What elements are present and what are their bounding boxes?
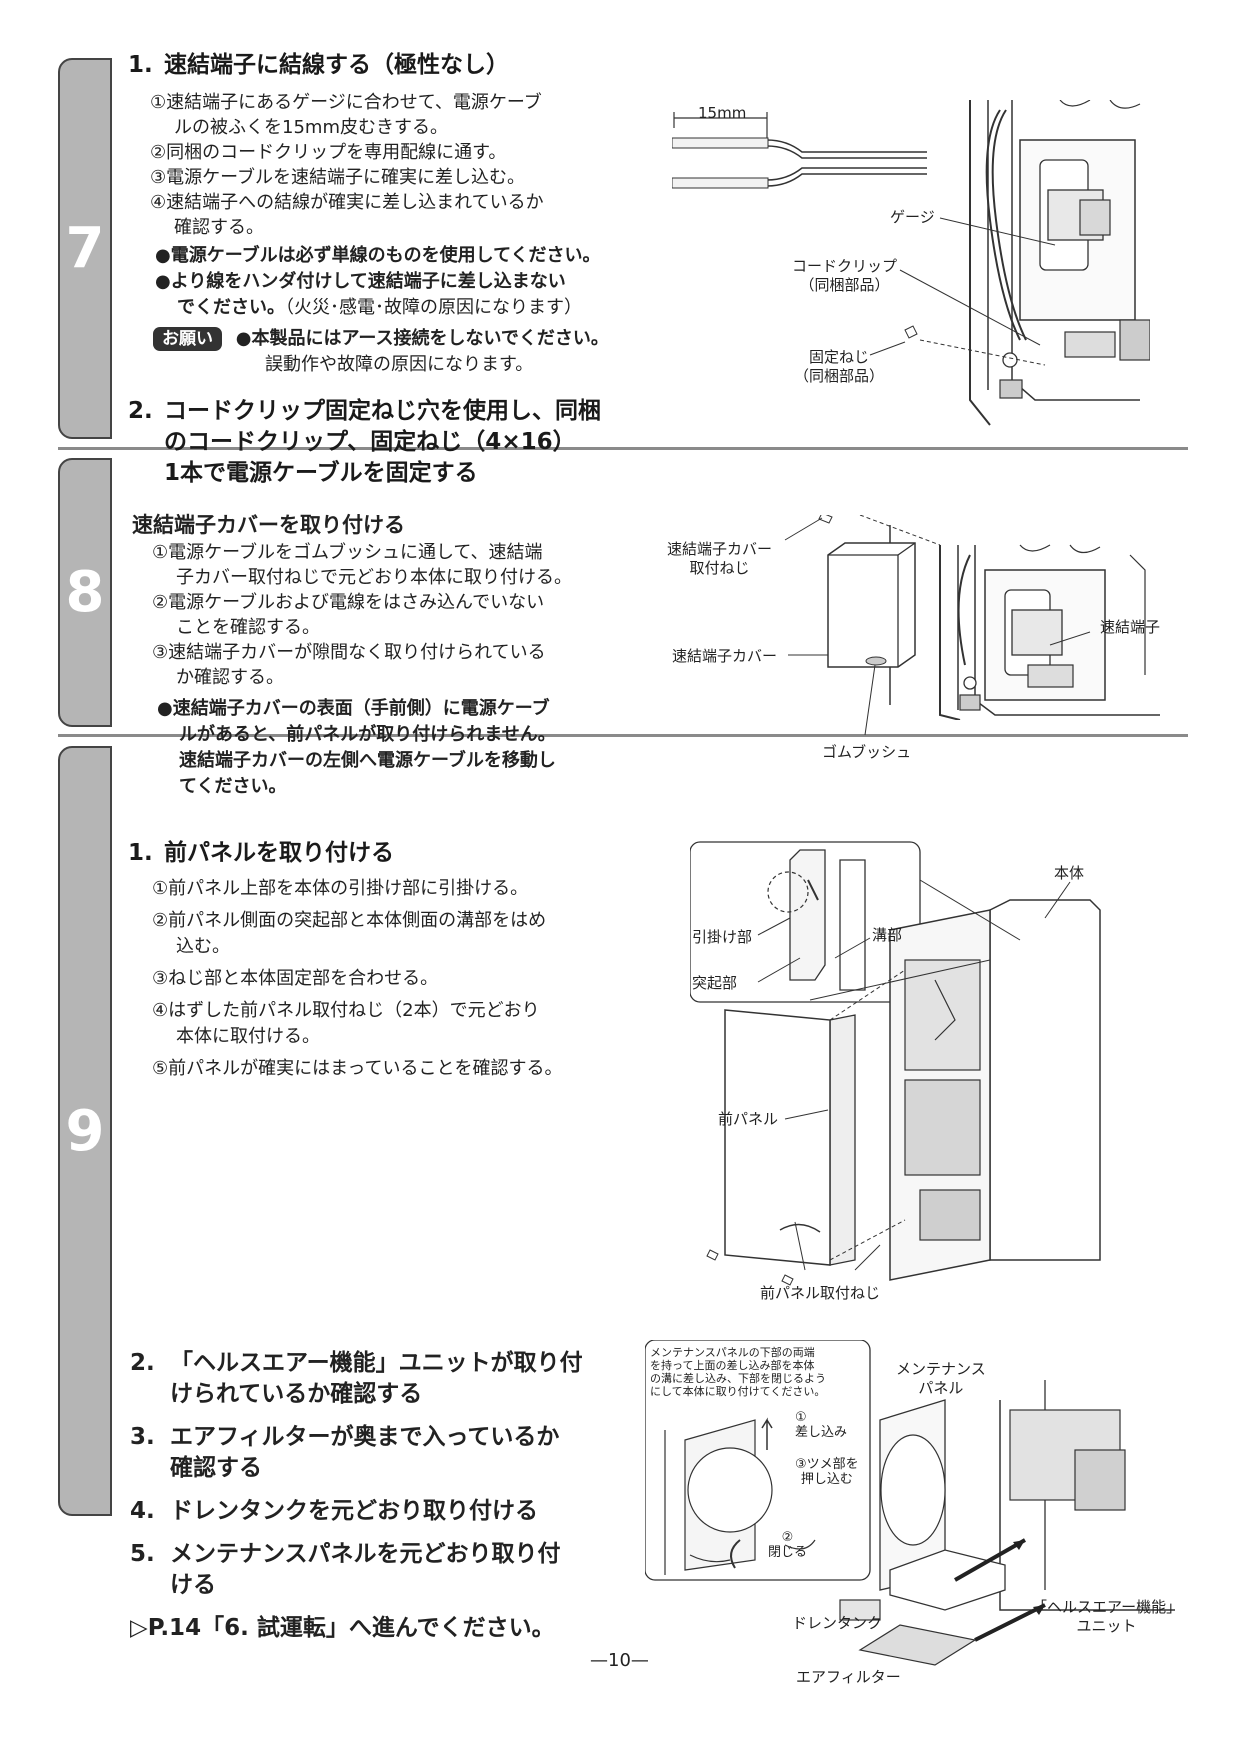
instruction-list: ①前パネル上部を本体の引掛け部に引掛ける。 ②前パネル側面の突起部と本体側面の溝… [152, 878, 563, 1079]
section-number: 9 [65, 1098, 105, 1164]
cover-screw-label: 速結端子カバー 取付ねじ [667, 540, 773, 577]
instruction-list: ①速結端子にあるゲージに合わせて、電源ケーブ ルの被ふくを15mm皮むきする。 … [150, 92, 544, 238]
instruction-list: ①電源ケーブルをゴムブッシュに通して、速結端 子カバー取付ねじで元どおり本体に取… [152, 542, 572, 688]
caution-notes: ●速結端子カバーの表面（手前側）に電源ケーブ ルがあると、前パネルが取り付けられ… [157, 698, 556, 797]
rubber-bush-label: ゴムブッシュ [822, 743, 912, 761]
step-heading: 2.コードクリップ固定ねじ穴を使用し、同梱 のコードクリップ、固定ねじ（4×16… [128, 398, 601, 486]
request-badge: お願い [153, 327, 222, 351]
claw-label: ③ツメ部を 押し込む [795, 1457, 859, 1487]
front-panel-label: 前パネル [718, 1110, 779, 1128]
drain-tank-label: ドレンタンク [792, 1614, 883, 1632]
caution-notes: ●電源ケーブルは必ず単線のものを使用してください。 ●より線をハンダ付けして速結… [155, 245, 601, 318]
front-panel-screw-label: 前パネル取付ねじ [760, 1284, 881, 1302]
step-heading: 1.前パネルを取り付ける [128, 840, 394, 866]
health-air-unit-label: 「ヘルスエアー機能」 ユニット [1032, 1598, 1182, 1635]
terminal-label: 速結端子 [1100, 618, 1161, 636]
page-number: —10— [590, 1650, 649, 1671]
hook-label: 引掛け部 [692, 928, 753, 946]
section-number: 7 [65, 216, 105, 281]
fixing-screw-label: 固定ねじ （同梱部品） [794, 348, 885, 385]
groove-label: 溝部 [872, 926, 903, 944]
protrusion-label: 突起部 [692, 974, 738, 992]
section-divider [58, 447, 1188, 450]
section-number: 8 [65, 560, 105, 625]
terminal-closeup-illustration [969, 100, 1150, 426]
insert-label: ① 差し込み [795, 1410, 848, 1440]
maintenance-instruction-box: メンテナンスパネルの下部の両端 を持って上面の差し込み部を本体 の溝に差し込み、… [650, 1346, 826, 1398]
final-steps: 2.「ヘルスエアー機能」ユニットが取り付 けられているか確認する 3.エアフィル… [130, 1348, 650, 1644]
section-tab-7: 7 [58, 58, 112, 439]
step-heading: 1.速結端子に結線する（極性なし） [128, 52, 509, 78]
maintenance-panel-label: メンテナンス パネル [896, 1360, 986, 1397]
terminal-cover-illustration [818, 515, 1160, 720]
section-tab-9: 9 [58, 746, 112, 1516]
body-label: 本体 [1054, 864, 1085, 882]
goto-link: ▷P.14「6. 試運転」へ進んでください。 [130, 1615, 555, 1641]
front-panel-illustration [690, 841, 1101, 1286]
section-tab-8: 8 [58, 458, 112, 727]
close-label: ② 閉じる [768, 1530, 808, 1560]
terminal-cover-label: 速結端子カバー [672, 647, 778, 665]
request-note: お願い ●本製品にはアース接続をしないでください。 誤動作や故障の原因になります… [153, 326, 633, 378]
wire-strip-illustration [672, 112, 927, 189]
section-divider [58, 734, 1188, 737]
gauge-label: ゲージ [890, 208, 935, 226]
dimension-label: 15mm [698, 104, 747, 122]
step-heading: 速結端子カバーを取り付ける [132, 513, 405, 537]
maintenance-panel-illustration [645, 1340, 1175, 1666]
cord-clip-label: コードクリップ （同梱部品） [792, 257, 898, 294]
air-filter-label: エアフィルター [796, 1668, 901, 1686]
